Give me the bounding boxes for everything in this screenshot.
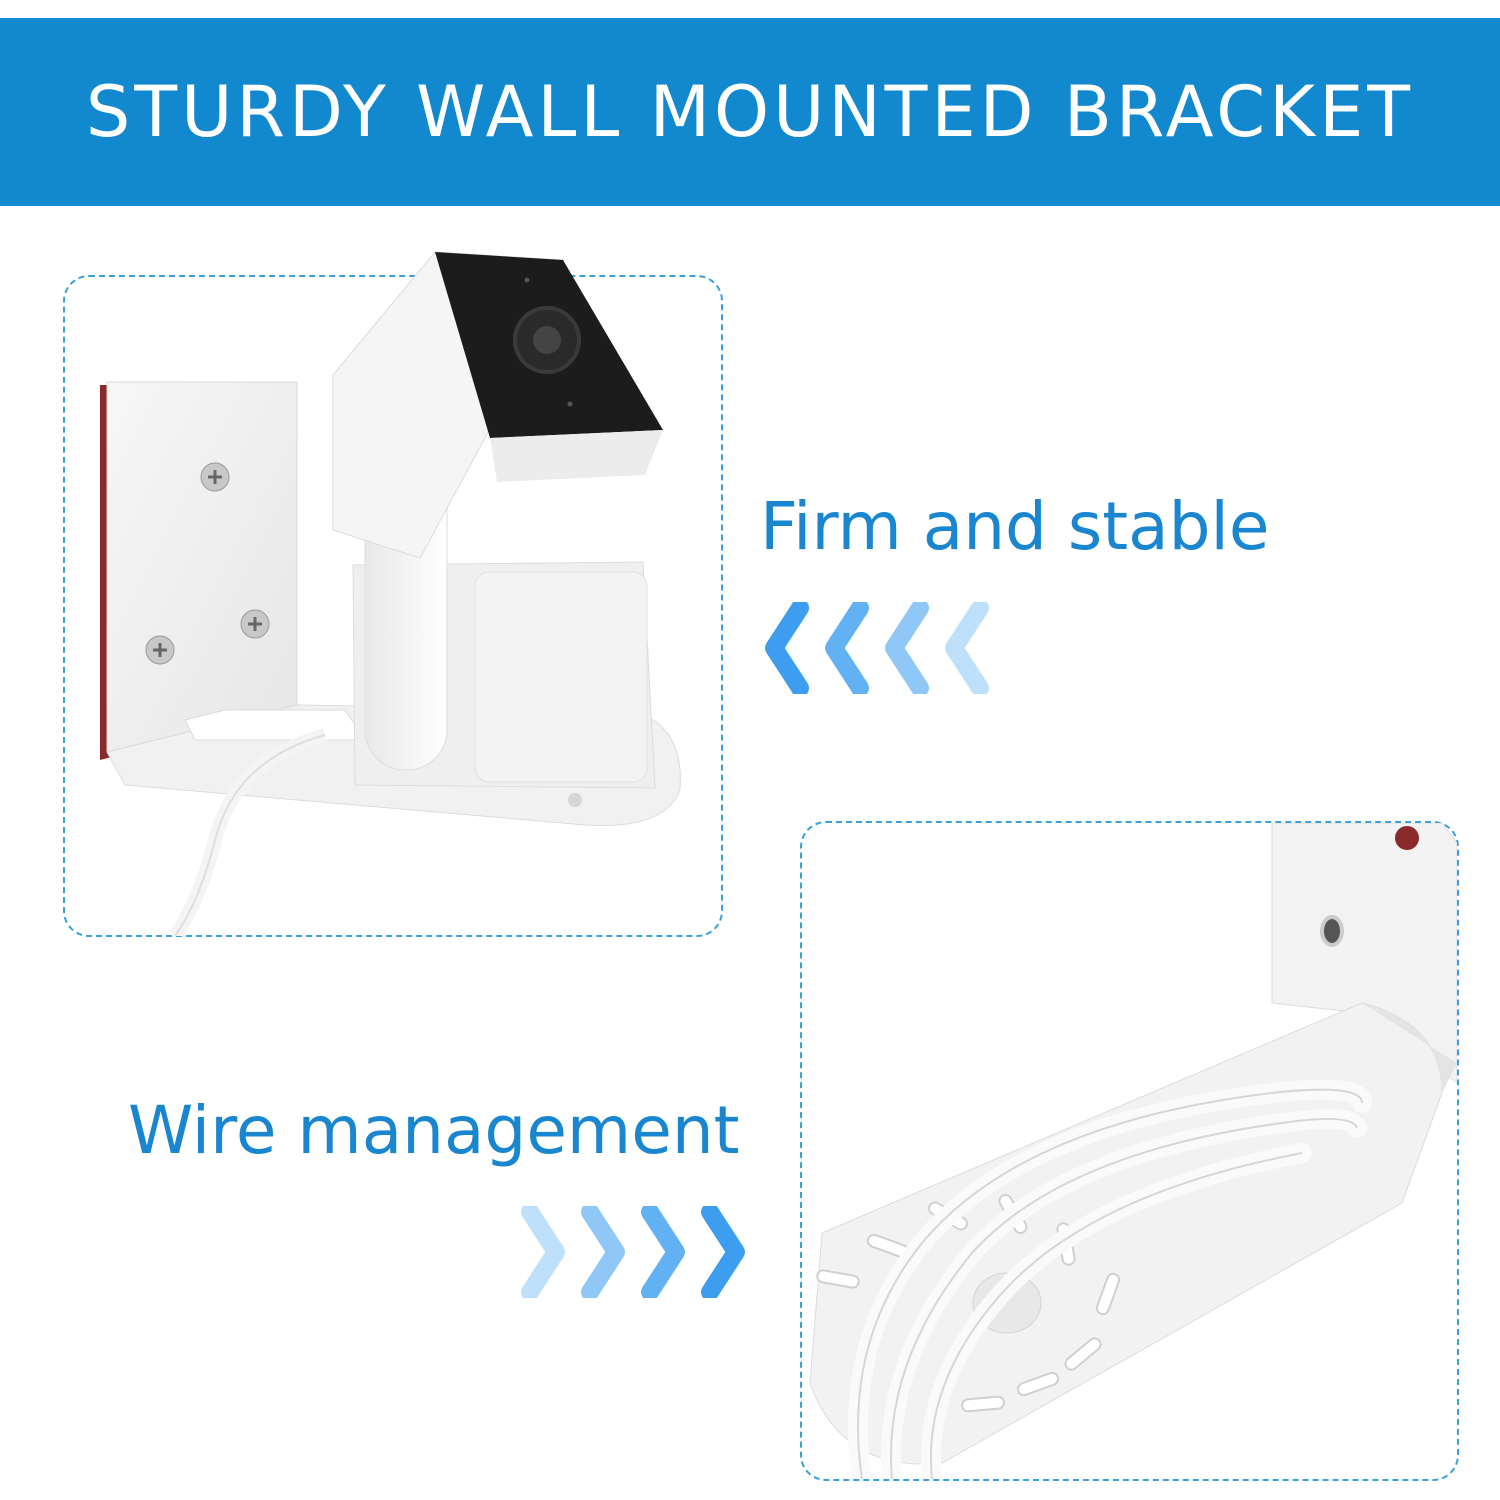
screw-icon bbox=[145, 635, 175, 665]
product-photo-frame-1 bbox=[63, 275, 723, 937]
chevron-left-icon bbox=[885, 602, 929, 694]
feature-label-wire: Wire management bbox=[128, 1092, 740, 1169]
chevron-right-icon bbox=[521, 1206, 565, 1298]
camera-on-bracket-illustration bbox=[100, 251, 681, 936]
screw-icon bbox=[240, 609, 270, 639]
header-banner: STURDY WALL MOUNTED BRACKET bbox=[0, 18, 1500, 206]
chevron-left-icon bbox=[765, 602, 809, 694]
chevrons-right bbox=[521, 1206, 745, 1298]
feature-label-firm: Firm and stable bbox=[760, 488, 1270, 565]
product-photo-frame-2 bbox=[800, 821, 1459, 1481]
chevron-left-icon bbox=[825, 602, 869, 694]
chevron-right-icon bbox=[641, 1206, 685, 1298]
chevron-right-icon bbox=[581, 1206, 625, 1298]
camera-icon bbox=[332, 251, 663, 559]
chevron-left-icon bbox=[945, 602, 989, 694]
page-title: STURDY WALL MOUNTED BRACKET bbox=[85, 71, 1415, 153]
chevron-right-icon bbox=[701, 1206, 745, 1298]
chevrons-left bbox=[765, 602, 989, 694]
screw-icon bbox=[200, 462, 230, 492]
bracket-wire-closeup-illustration bbox=[809, 823, 1457, 1479]
